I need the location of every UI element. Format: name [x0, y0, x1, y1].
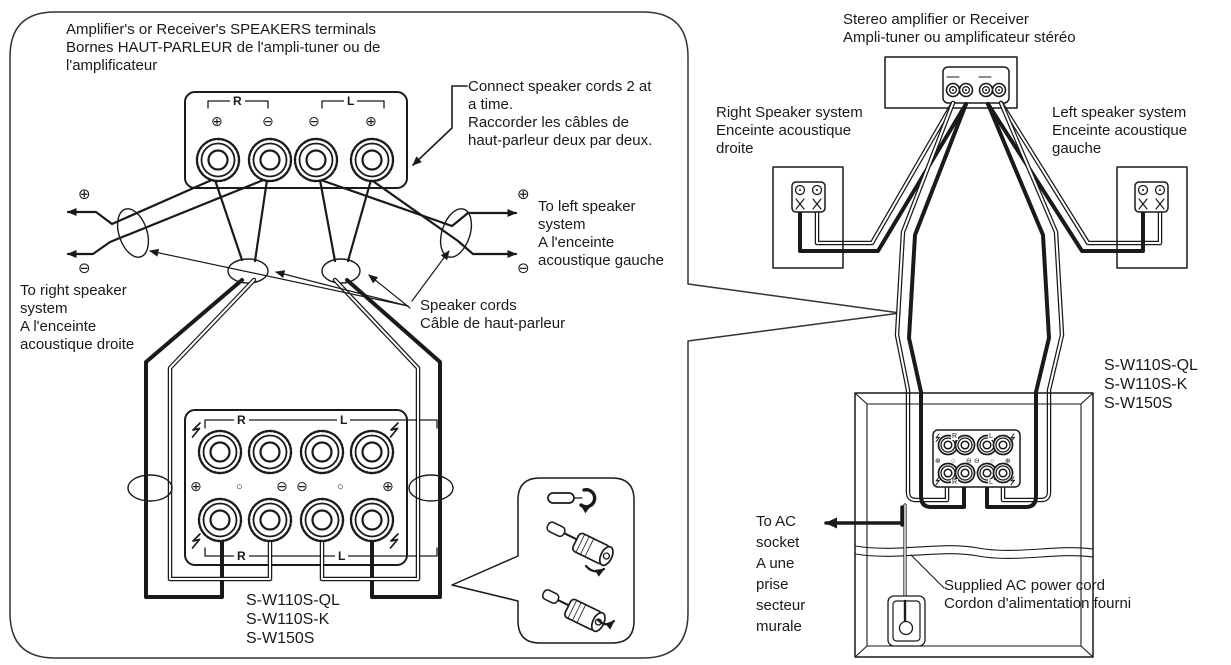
screw-hole-icon: ○	[337, 481, 344, 493]
polarity-minus-icon: ⊖	[78, 260, 91, 277]
model-list-label-left: S-W110S-QL S-W110S-K S-W150S	[246, 592, 340, 647]
polarity-minus-icon: ⊖	[262, 113, 274, 129]
to-ac-socket-label: To AC socket A une prise secteur murale	[756, 513, 806, 635]
ac-outlet	[887, 595, 926, 647]
right-system-speaker-cords	[798, 100, 1163, 509]
channel-label-r: R	[951, 433, 959, 440]
right-system-diagram	[772, 56, 1188, 658]
channel-label-l: L	[335, 550, 349, 562]
left-speaker-box	[1116, 166, 1188, 269]
wire-prep-inset	[451, 477, 635, 644]
polarity-plus-icon: ⊕	[382, 478, 394, 494]
polarity-minus-icon: ⊖	[966, 458, 972, 465]
polarity-plus-icon: ⊕	[935, 458, 941, 465]
screw-hole-icon: ○	[951, 458, 956, 465]
polarity-minus-icon: ⊖	[974, 458, 980, 465]
insert-wire-step-icon	[546, 521, 614, 577]
stereo-amp-box	[884, 56, 1018, 109]
polarity-plus-icon: ⊕	[1005, 458, 1011, 465]
polarity-plus-icon: ⊕	[190, 478, 202, 494]
subwoofer-terminal-panel-small	[932, 429, 1021, 488]
tighten-terminal-step-icon	[541, 589, 616, 633]
right-speaker-system-label: Right Speaker system Enceinte acoustique…	[716, 104, 863, 157]
connect-note-label: Connect speaker cords 2 at a time. Racco…	[468, 78, 653, 149]
polarity-plus-icon: ⊕	[365, 113, 377, 129]
channel-label-r: R	[234, 414, 249, 426]
amp-speakers-terminals-label: Amplifier's or Receiver's SPEAKERS termi…	[66, 21, 381, 74]
channel-label-l: L	[344, 95, 358, 107]
polarity-minus-icon: ⊖	[296, 478, 308, 494]
subwoofer-cords	[127, 277, 454, 599]
speaker-cords-arrows	[149, 248, 450, 309]
model-list-label-right: S-W110S-QL S-W110S-K S-W150S	[1104, 357, 1198, 412]
left-detail-diagram	[66, 85, 635, 644]
channel-label-r: R	[234, 550, 249, 562]
polarity-plus-icon: ⊕	[211, 113, 223, 129]
channel-label-r: R	[951, 479, 959, 486]
twist-wire-step-icon	[547, 488, 597, 514]
connect-note-arrow	[412, 85, 468, 166]
subwoofer-rear	[854, 392, 1094, 658]
channel-label-r: R	[230, 95, 245, 107]
polarity-plus-icon: ⊕	[517, 186, 530, 203]
channel-label-l: L	[988, 479, 994, 486]
ac-power-cord-label: Supplied AC power cord Cordon d'alimenta…	[944, 577, 1132, 612]
to-left-speaker-label: To left speaker system A l'enceinte acou…	[538, 198, 664, 269]
amp-terminal-wires	[66, 177, 518, 263]
right-speaker-box	[772, 166, 844, 269]
screw-hole-icon: ○	[236, 481, 243, 493]
polarity-plus-icon: ⊕	[78, 186, 91, 203]
channel-label-l: L	[337, 414, 351, 426]
to-right-speaker-label: To right speaker system A l'enceinte aco…	[20, 282, 135, 353]
ac-power-cord	[824, 503, 945, 629]
channel-label-l: L	[988, 433, 994, 440]
speaker-cords-label: Speaker cords Câble de haut-parleur	[420, 297, 566, 332]
left-speaker-system-label: Left speaker system Enceinte acoustique …	[1052, 104, 1188, 157]
screw-hole-icon: ○	[990, 458, 995, 465]
polarity-minus-icon: ⊖	[308, 113, 320, 129]
polarity-minus-icon: ⊖	[517, 260, 530, 277]
polarity-minus-icon: ⊖	[276, 478, 288, 494]
stereo-amp-label: Stereo amplifier or Receiver Ampli-tuner…	[843, 11, 1076, 46]
